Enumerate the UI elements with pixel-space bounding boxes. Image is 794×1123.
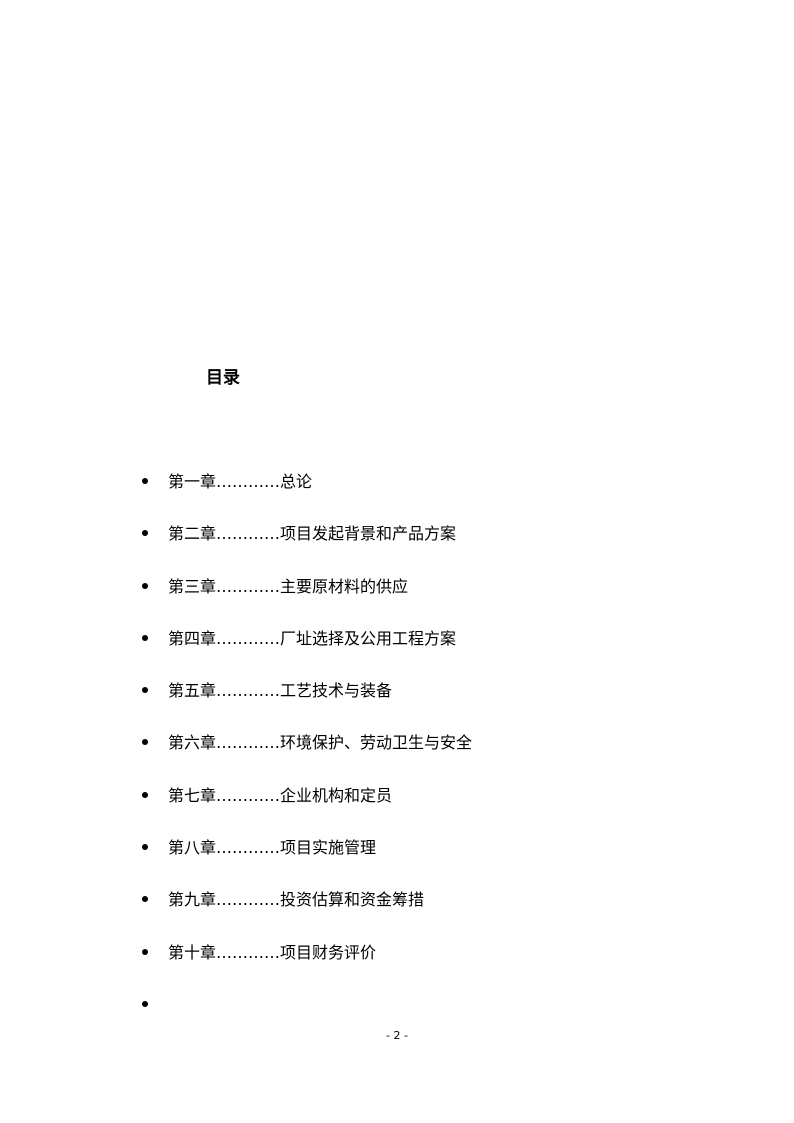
toc-chapter-name: 主要原材料的供应 — [280, 576, 409, 596]
toc-chapter-name: 项目财务评价 — [280, 942, 377, 962]
toc-leader: ………… — [216, 733, 281, 753]
toc-entry-text: 第三章…………主要原材料的供应 — [168, 575, 408, 599]
toc-chapter: 第七章 — [168, 785, 217, 805]
toc-entry-text: 第一章…………总论 — [168, 470, 312, 494]
toc-chapter: 第六章 — [168, 733, 217, 753]
toc-chapter-name: 环境保护、劳动卫生与安全 — [280, 733, 473, 753]
toc-entry-text: 第六章…………环境保护、劳动卫生与安全 — [168, 731, 472, 755]
toc-chapter-name: 项目实施管理 — [280, 838, 377, 858]
bullet-icon — [142, 948, 148, 955]
bullet-icon — [142, 739, 148, 746]
bullet-icon — [142, 844, 148, 851]
toc-entry-text: 第二章…………项目发起背景和产品方案 — [168, 522, 456, 546]
toc-chapter-name: 厂址选择及公用工程方案 — [280, 628, 457, 648]
page-number: - 2 - — [386, 1029, 408, 1042]
toc-leader: ………… — [216, 628, 281, 648]
toc-chapter: 第九章 — [168, 890, 217, 910]
toc-chapter: 第八章 — [168, 838, 217, 858]
toc-leader: ………… — [216, 838, 281, 858]
bullet-icon — [142, 582, 148, 589]
bullet-icon — [142, 687, 148, 694]
toc-entry-text: 第七章…………企业机构和定员 — [168, 784, 392, 808]
toc-leader: ………… — [216, 524, 281, 544]
toc-leader: ………… — [216, 942, 281, 962]
bullet-icon — [142, 634, 148, 641]
toc-entry-text: 第八章…………项目实施管理 — [168, 836, 376, 860]
toc-chapter-name: 投资估算和资金筹措 — [280, 890, 425, 910]
toc-entry-text: 第十章…………项目财务评价 — [168, 941, 376, 965]
toc-chapter: 第五章 — [168, 681, 217, 701]
toc-chapter: 第一章 — [168, 472, 217, 491]
bullet-icon — [142, 896, 148, 903]
toc-title: 目录 — [206, 368, 240, 388]
toc-entry-text: 第四章…………厂址选择及公用工程方案 — [168, 627, 456, 651]
toc-entry-text: 第九章…………投资估算和资金筹措 — [168, 888, 424, 912]
bullet-icon — [142, 1000, 148, 1007]
toc-leader: ………… — [216, 681, 281, 701]
toc-chapter-name: 工艺技术与装备 — [280, 681, 393, 701]
toc-leader: ………… — [216, 472, 281, 491]
bullet-icon — [142, 530, 148, 537]
bullet-icon — [142, 791, 148, 798]
bullet-icon — [142, 478, 148, 484]
toc-chapter: 第四章 — [168, 628, 217, 648]
toc-leader: ………… — [216, 890, 281, 910]
toc-leader: ………… — [216, 785, 281, 805]
toc-entry-text: 第五章…………工艺技术与装备 — [168, 679, 392, 703]
toc-chapter: 第二章 — [168, 524, 217, 544]
toc-chapter-name: 总论 — [280, 472, 313, 491]
toc-chapter-name: 项目发起背景和产品方案 — [280, 524, 457, 544]
toc-chapter: 第三章 — [168, 576, 217, 596]
toc-chapter-name: 企业机构和定员 — [280, 785, 393, 805]
toc-chapter: 第十章 — [168, 942, 217, 962]
toc-leader: ………… — [216, 576, 281, 596]
